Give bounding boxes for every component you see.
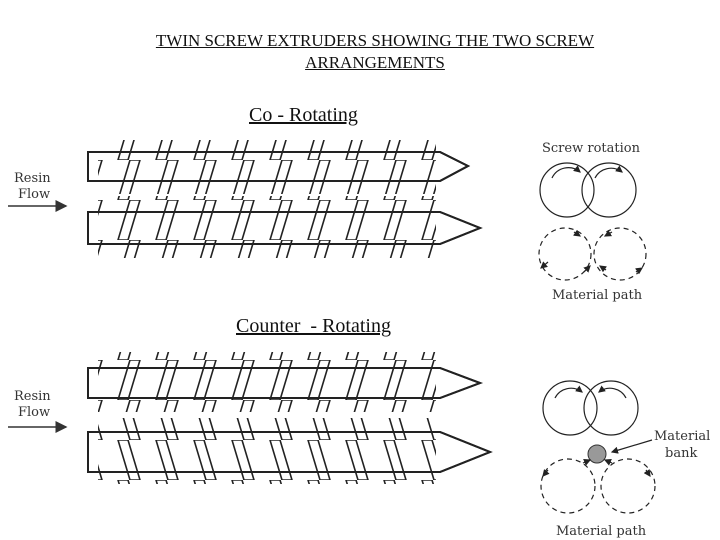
co-screw-rotation-circles bbox=[539, 162, 637, 218]
counter-screw-rotation-circles bbox=[542, 380, 639, 436]
resin-label-counter: Resin bbox=[14, 389, 51, 404]
title-line-1: TWIN SCREW EXTRUDERS SHOWING THE TWO SCR… bbox=[155, 31, 595, 50]
material-path-label-co: Material path bbox=[552, 288, 643, 303]
co-material-path bbox=[538, 227, 647, 281]
title-line-2: ARRANGEMENTS bbox=[305, 53, 445, 72]
resin-label-co: Resin bbox=[14, 171, 51, 186]
flow-label-counter: Flow bbox=[18, 405, 50, 420]
counter-rotating-screw-bottom bbox=[87, 418, 493, 484]
counter-rotating-heading: Counter - Rotating bbox=[236, 315, 391, 337]
screw-rotation-label: Screw rotation bbox=[542, 141, 641, 156]
co-rotating-screw-bottom bbox=[87, 196, 483, 258]
material-bank-pointer bbox=[610, 439, 653, 454]
material-path-label-counter: Material path bbox=[556, 524, 647, 539]
counter-rotating-screw-top bbox=[87, 352, 483, 412]
flow-label-co: Flow bbox=[18, 187, 50, 202]
material-bank-label-line1: Material bbox=[654, 429, 710, 444]
counter-material-path bbox=[540, 458, 656, 514]
co-rotating-heading: Co - Rotating bbox=[249, 104, 358, 126]
material-bank-label-line2: bank bbox=[665, 446, 697, 461]
diagram-title: TWIN SCREW EXTRUDERS SHOWING THE TWO SCR… bbox=[0, 30, 720, 74]
material-bank-blob bbox=[587, 444, 607, 464]
co-rotating-screw-top bbox=[87, 140, 471, 194]
